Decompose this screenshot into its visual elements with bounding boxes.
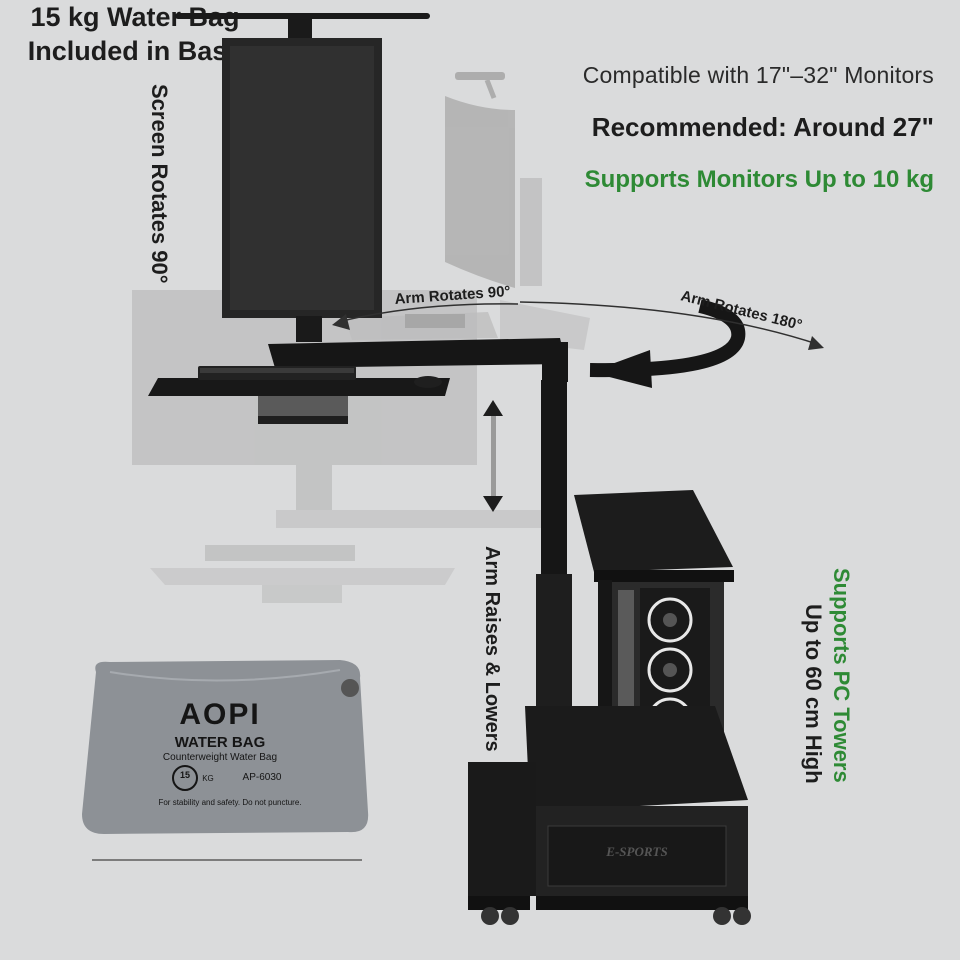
monitor-arm (268, 338, 568, 382)
water-bag (82, 660, 369, 834)
screen-rotation-label: Screen Rotates 90° (147, 84, 172, 284)
bag-name: WATER BAG (174, 734, 266, 751)
bag-model: AP-6030 (242, 772, 282, 783)
bag-weight-unit: KG (202, 774, 214, 783)
water-bag-caption: 15 kg Water Bag Included in Base (0, 0, 270, 68)
bag-weight-number: 15 (179, 770, 190, 780)
recommended-size-text: Recommended: Around 27" (591, 112, 934, 142)
caster-wheel (733, 907, 751, 925)
rotation-arrow-180 (519, 299, 824, 388)
compatibility-text: Compatible with 17"–32" Monitors (582, 62, 934, 88)
base-cabinet: E-SPORTS (468, 706, 751, 925)
monitor-capacity-text: Supports Monitors Up to 10 kg (584, 166, 934, 193)
arm-height-label: Arm Raises & Lowers (481, 546, 503, 752)
bag-subtitle: Counterweight Water Bag (162, 752, 278, 763)
rotation-arrow-90 (332, 303, 519, 330)
support-column (536, 380, 572, 724)
ghost-curved-monitor (345, 72, 590, 350)
tower-support-label: Supports PC Towers (829, 568, 854, 783)
main-monitor (175, 13, 430, 342)
caption-line-2: Included in Base (27, 36, 243, 66)
bag-warning: For stability and safety. Do not punctur… (158, 798, 302, 807)
height-arrow (483, 400, 503, 512)
tower-height-label: Up to 60 cm High (801, 604, 826, 784)
caster-wheel (501, 907, 519, 925)
bag-brand: AOPI (179, 698, 261, 731)
caster-wheel (713, 907, 731, 925)
cabinet-label: E-SPORTS (605, 844, 667, 859)
caster-wheel (481, 907, 499, 925)
keyboard-tray (148, 366, 450, 424)
weight-badge-circle (172, 765, 198, 791)
